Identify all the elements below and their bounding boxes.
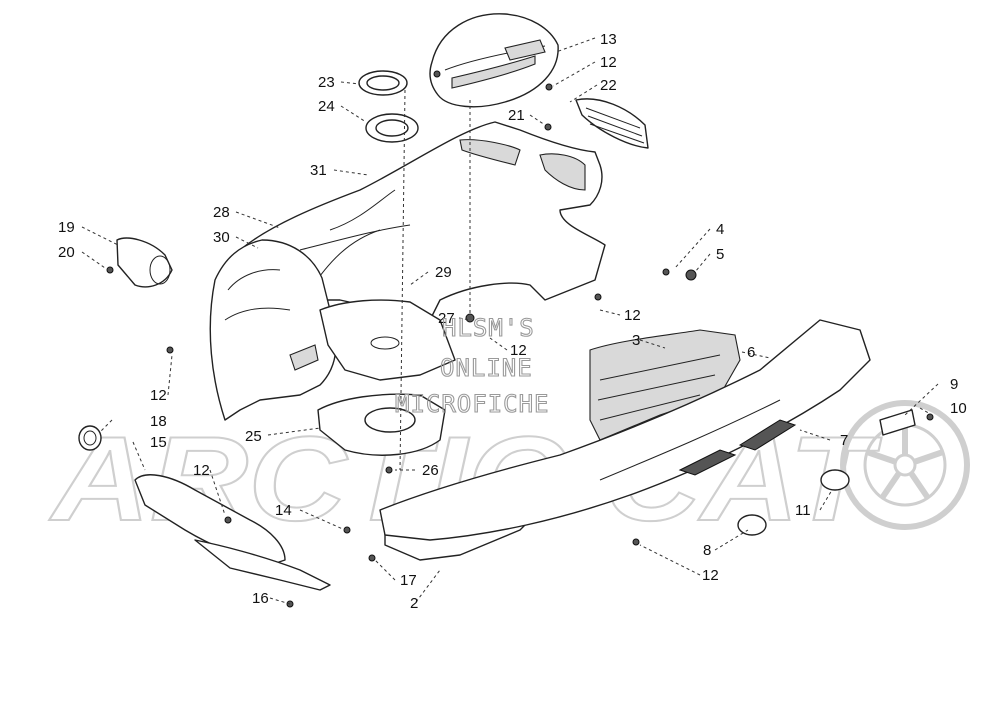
grommet-18-part[interactable] bbox=[78, 425, 102, 451]
callout-18[interactable]: 18 bbox=[150, 413, 167, 430]
cap-8-part[interactable] bbox=[737, 514, 767, 536]
callout-12[interactable]: 12 bbox=[600, 54, 617, 71]
callout-23[interactable]: 23 bbox=[318, 74, 335, 91]
callout-27[interactable]: 27 bbox=[438, 310, 455, 327]
callout-20[interactable]: 20 bbox=[58, 244, 75, 261]
ring-23-part[interactable] bbox=[358, 70, 408, 96]
bulb-cover-part[interactable] bbox=[116, 237, 173, 288]
callout-30[interactable]: 30 bbox=[213, 229, 230, 246]
callout-31[interactable]: 31 bbox=[310, 162, 327, 179]
callout-26[interactable]: 26 bbox=[422, 462, 439, 479]
watermark-line-1: HLSM'S bbox=[442, 314, 535, 342]
callout-19[interactable]: 19 bbox=[58, 219, 75, 236]
callout-12[interactable]: 12 bbox=[510, 342, 527, 359]
callout-14[interactable]: 14 bbox=[275, 502, 292, 519]
callout-8[interactable]: 8 bbox=[703, 542, 711, 559]
screw-icon bbox=[544, 123, 552, 131]
callout-3[interactable]: 3 bbox=[632, 332, 640, 349]
callout-29[interactable]: 29 bbox=[435, 264, 452, 281]
callout-24[interactable]: 24 bbox=[318, 98, 335, 115]
screw-icon bbox=[385, 466, 393, 474]
screw-icon bbox=[594, 293, 602, 301]
left-side-panel-part[interactable] bbox=[209, 239, 337, 421]
screw-icon bbox=[926, 413, 934, 421]
screw-icon bbox=[224, 516, 232, 524]
callout-17[interactable]: 17 bbox=[400, 572, 417, 589]
callout-15[interactable]: 15 bbox=[150, 434, 167, 451]
callout-5[interactable]: 5 bbox=[716, 246, 724, 263]
screw-icon bbox=[545, 83, 553, 91]
front-bumper-part[interactable] bbox=[134, 474, 331, 591]
screw-icon bbox=[106, 266, 114, 274]
leader-lines bbox=[81, 37, 939, 605]
fasteners bbox=[106, 83, 934, 608]
screw-icon bbox=[166, 346, 174, 354]
callout-25[interactable]: 25 bbox=[245, 428, 262, 445]
callout-12[interactable]: 12 bbox=[624, 307, 641, 324]
floor-pan-part[interactable] bbox=[319, 299, 456, 381]
lower-tray-part[interactable] bbox=[317, 393, 446, 456]
hood-panel-part[interactable] bbox=[239, 121, 606, 321]
callout-7[interactable]: 7 bbox=[840, 432, 848, 449]
nut-icon bbox=[465, 313, 475, 323]
callout-12[interactable]: 12 bbox=[702, 567, 719, 584]
callout-9[interactable]: 9 bbox=[950, 376, 958, 393]
callout-2[interactable]: 2 bbox=[410, 595, 418, 612]
screw-icon bbox=[368, 554, 376, 562]
callout-12[interactable]: 12 bbox=[150, 387, 167, 404]
callout-28[interactable]: 28 bbox=[213, 204, 230, 221]
vent-grille-part[interactable] bbox=[575, 98, 649, 149]
watermark-line-3: MICROFICHE bbox=[395, 390, 550, 418]
callout-21[interactable]: 21 bbox=[508, 107, 525, 124]
callout-6[interactable]: 6 bbox=[747, 344, 755, 361]
callout-22[interactable]: 22 bbox=[600, 77, 617, 94]
callout-16[interactable]: 16 bbox=[252, 590, 269, 607]
screw-icon bbox=[662, 268, 670, 276]
callout-labels: 13 12 22 23 24 21 31 28 30 19 20 29 4 5 … bbox=[58, 31, 967, 612]
callout-13[interactable]: 13 bbox=[600, 31, 617, 48]
ring-24-part[interactable] bbox=[365, 113, 419, 143]
washer-icon bbox=[685, 269, 697, 281]
callout-4[interactable]: 4 bbox=[716, 221, 724, 238]
headlight-housing-part[interactable] bbox=[429, 13, 559, 108]
cap-11-part[interactable] bbox=[820, 469, 850, 491]
callout-11[interactable]: 11 bbox=[795, 502, 811, 519]
chassis-side-part[interactable] bbox=[379, 319, 871, 541]
site-watermark: HLSM'S ONLINE MICROFICHE bbox=[394, 313, 550, 418]
reflector-9-part[interactable] bbox=[879, 409, 916, 436]
callout-10[interactable]: 10 bbox=[950, 400, 967, 417]
watermark-line-2: ONLINE bbox=[440, 354, 533, 382]
screw-icon bbox=[632, 538, 640, 546]
callout-12[interactable]: 12 bbox=[193, 462, 210, 479]
